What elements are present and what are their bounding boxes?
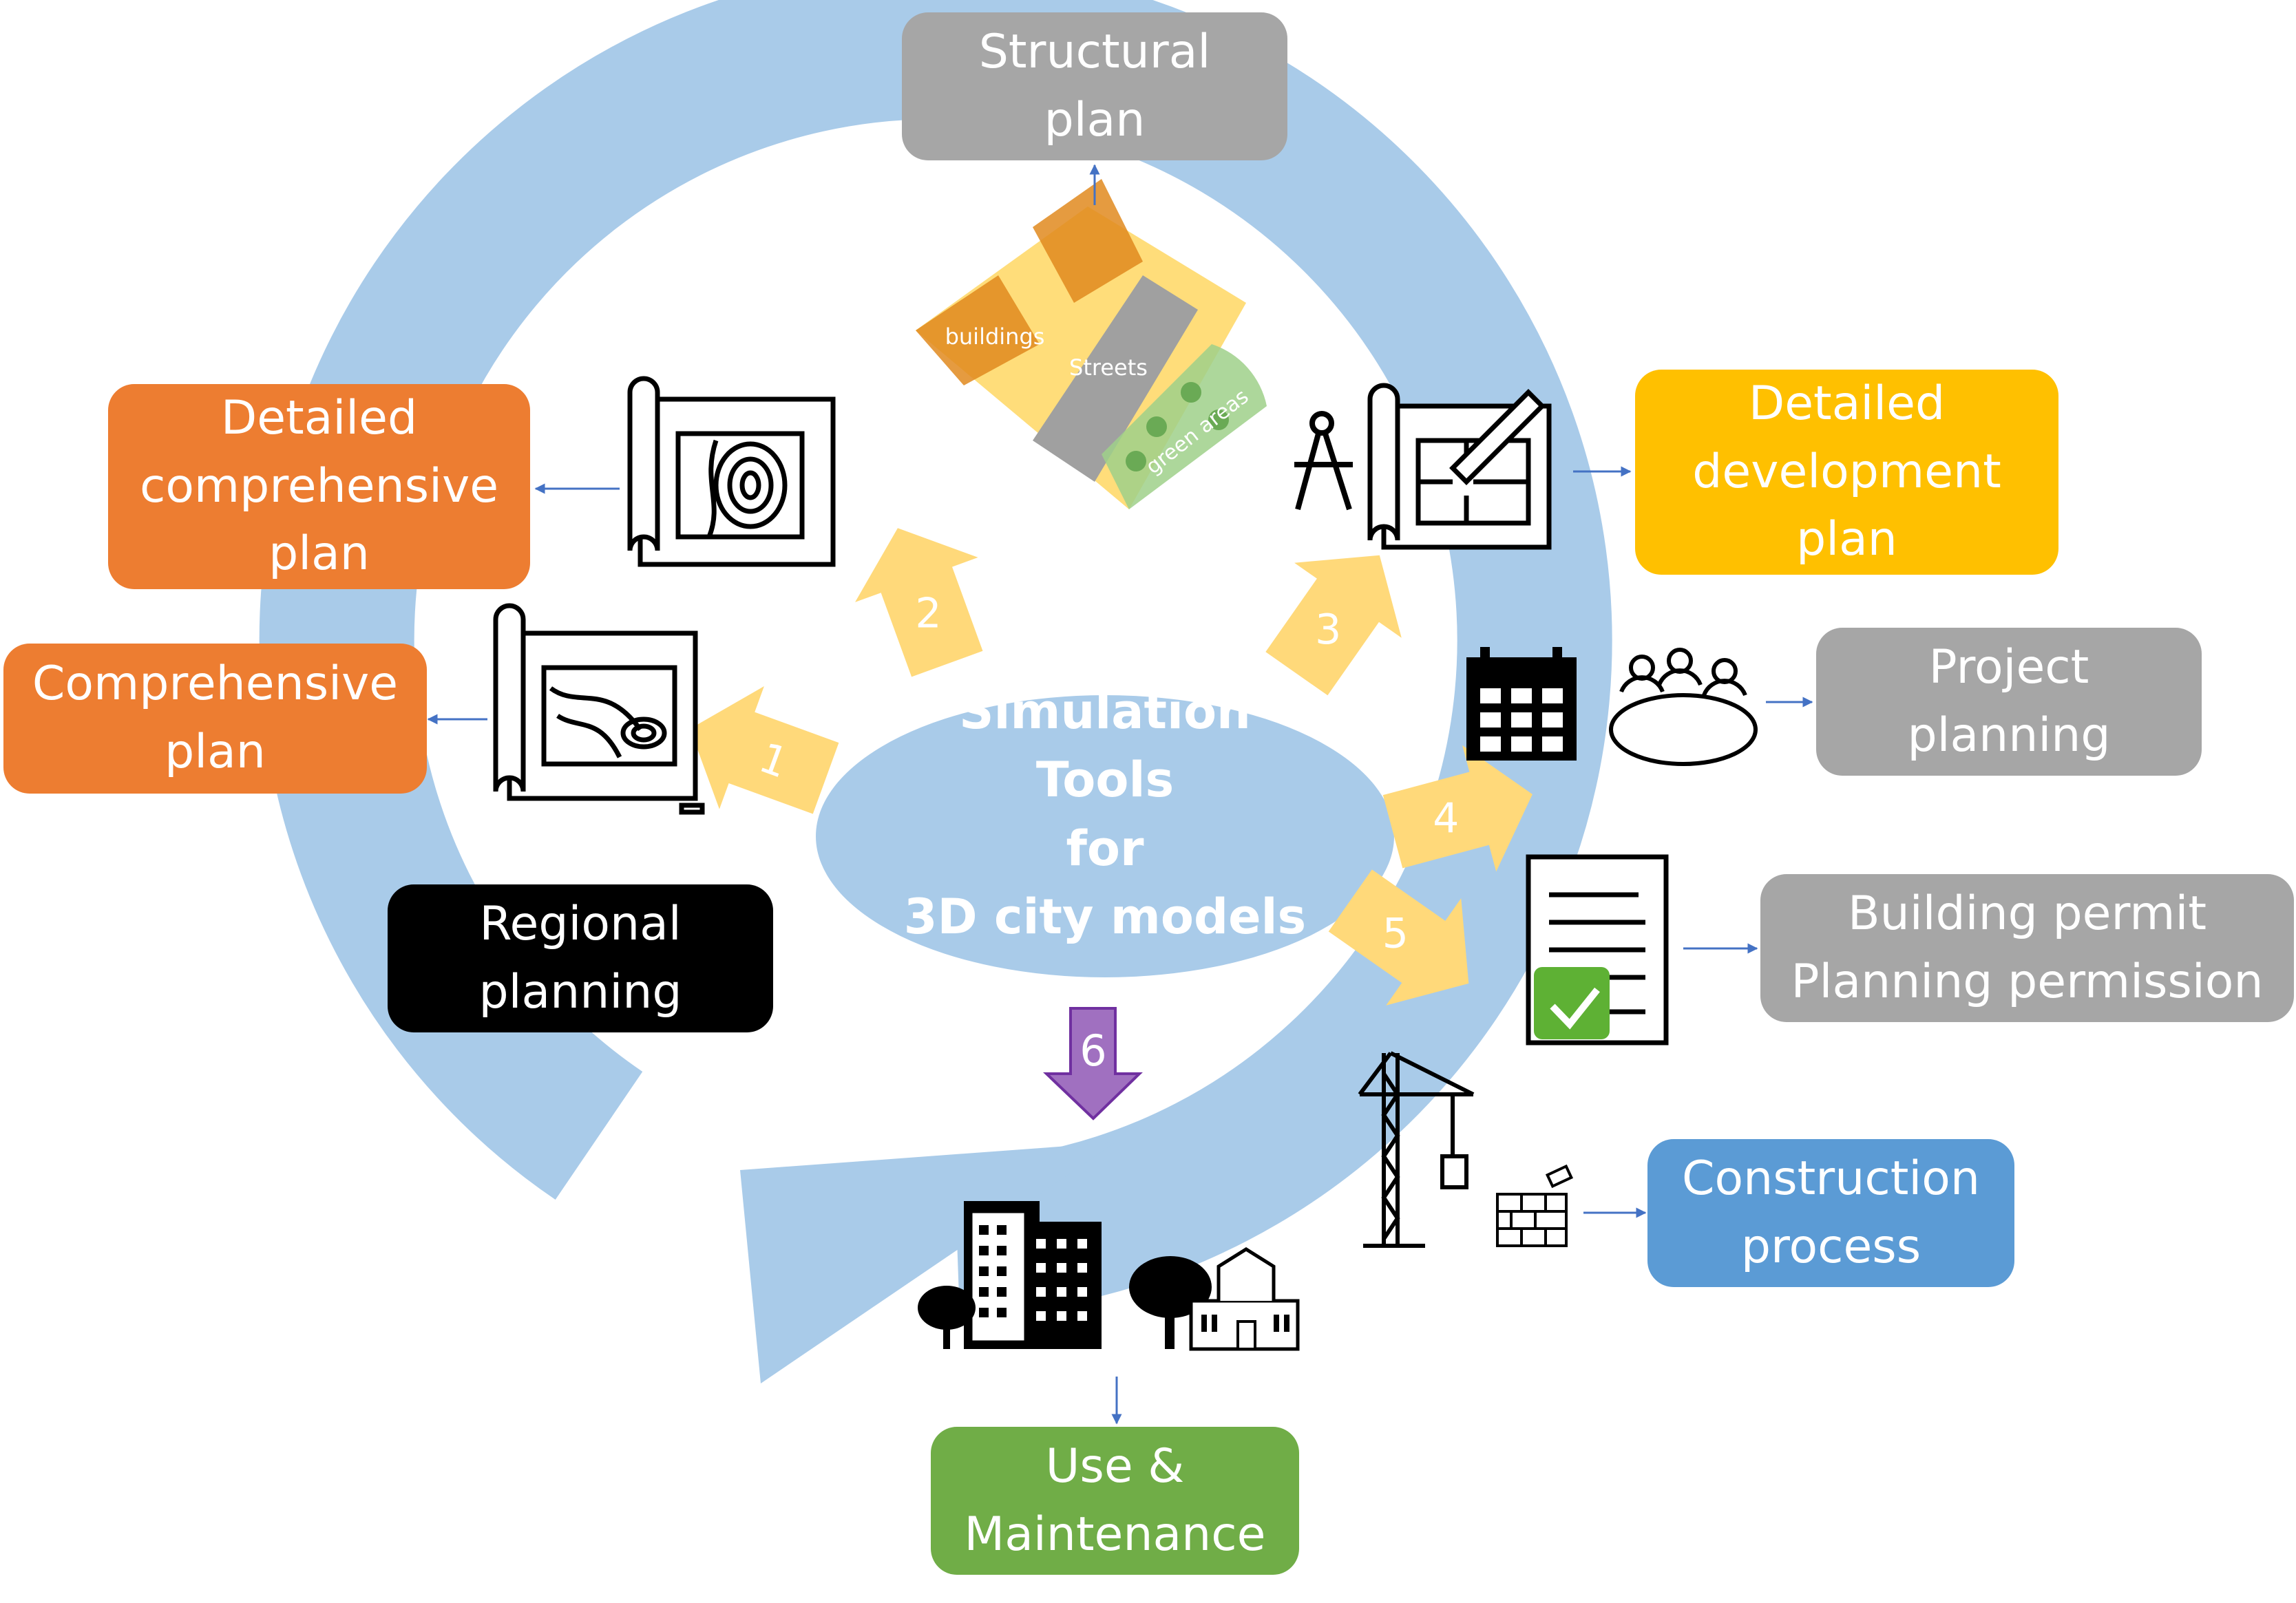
center-line-3: for xyxy=(1066,820,1144,877)
detailed-comprehensive-plan-line-1: Detailed xyxy=(220,391,418,446)
comprehensive-plan-line-1: Comprehensive xyxy=(32,657,399,712)
center-line-4: 3D city models xyxy=(903,889,1307,946)
step-number-2: 2 xyxy=(915,589,941,637)
use-maintenance-line-1: Use & xyxy=(1045,1439,1185,1494)
use-maintenance-line-2: Maintenance xyxy=(964,1507,1266,1562)
regional-planning-box: Regional planning xyxy=(388,884,773,1032)
detailed-development-plan-line-1: Detailed xyxy=(1748,376,1946,432)
project-planning-line-2: planning xyxy=(1907,708,2111,763)
detailed-comprehensive-plan-box: Detailed comprehensive plan xyxy=(108,384,530,589)
detailed-development-plan-line-2: development xyxy=(1692,444,2001,499)
school-building-icon xyxy=(1129,1247,1300,1351)
project-planning-box: Project planning xyxy=(1816,628,2202,776)
detailed-development-plan-box: Detailed development plan xyxy=(1635,370,2058,575)
step-number-6: 6 xyxy=(1079,1026,1106,1076)
construction-process-box: Construction process xyxy=(1647,1139,2014,1287)
step-number-3: 3 xyxy=(1315,606,1341,654)
structural-plan-box: Structural plan xyxy=(902,12,1287,160)
building-permit-line-2: Planning permission xyxy=(1791,954,2264,1009)
step-number-4: 4 xyxy=(1433,795,1459,843)
connector-arrows xyxy=(427,164,1813,1425)
step-arrow-1: 1 xyxy=(690,686,839,814)
contour-map-blueprint-icon xyxy=(627,376,836,567)
detailed-comprehensive-plan-line-3: plan xyxy=(268,527,370,582)
detailed-development-plan-line-3: plan xyxy=(1796,512,1897,567)
construction-process-line-1: Construction xyxy=(1682,1151,1980,1206)
use-maintenance-box: Use & Maintenance xyxy=(931,1427,1299,1575)
calendar-icon xyxy=(1466,647,1577,761)
step-arrow-6: 6 xyxy=(1043,1007,1143,1121)
building-permit-line-1: Building permit xyxy=(1847,886,2207,941)
brick-wall-icon xyxy=(1496,1164,1574,1247)
regional-planning-line-1: Regional xyxy=(479,896,682,951)
center-title: Simulation Tools for 3D city models xyxy=(885,678,1325,952)
urban-plan-illustration: buildings Streets green areas xyxy=(916,179,1267,509)
step-arrow-2: 2 xyxy=(855,528,983,677)
center-ellipse xyxy=(816,695,1394,977)
comprehensive-plan-box: Comprehensive plan xyxy=(3,644,427,794)
step-arrow-4: 4 xyxy=(1382,745,1533,872)
crane-icon xyxy=(1358,1051,1475,1248)
structural-plan-line-1: Structural xyxy=(978,24,1211,79)
city-buildings-icon xyxy=(918,1201,1102,1349)
approved-document-icon xyxy=(1526,854,1669,1045)
center-line-2: Tools xyxy=(1035,752,1175,809)
drafting-compass-icon xyxy=(1294,411,1353,511)
buildings-label: buildings xyxy=(945,323,1045,350)
meeting-icon xyxy=(1609,648,1758,766)
comprehensive-plan-line-2: plan xyxy=(165,725,266,779)
floorplan-pencil-icon xyxy=(1367,383,1552,550)
construction-process-line-2: process xyxy=(1740,1219,1921,1274)
structural-plan-line-2: plan xyxy=(1044,92,1146,147)
step-arrow-5: 5 xyxy=(1328,869,1469,1006)
streets-label: Streets xyxy=(1069,354,1148,381)
detailed-comprehensive-plan-line-2: comprehensive xyxy=(139,458,499,513)
building-permit-box: Building permit Planning permission xyxy=(1760,874,2294,1022)
center-line-1: Simulation xyxy=(959,683,1251,740)
step-number-5: 5 xyxy=(1382,909,1409,957)
regional-planning-line-2: planning xyxy=(478,964,682,1019)
topographic-blueprint-icon xyxy=(493,603,705,815)
project-planning-line-1: Project xyxy=(1928,639,2089,694)
step-arrow-3: 3 xyxy=(1265,555,1402,696)
